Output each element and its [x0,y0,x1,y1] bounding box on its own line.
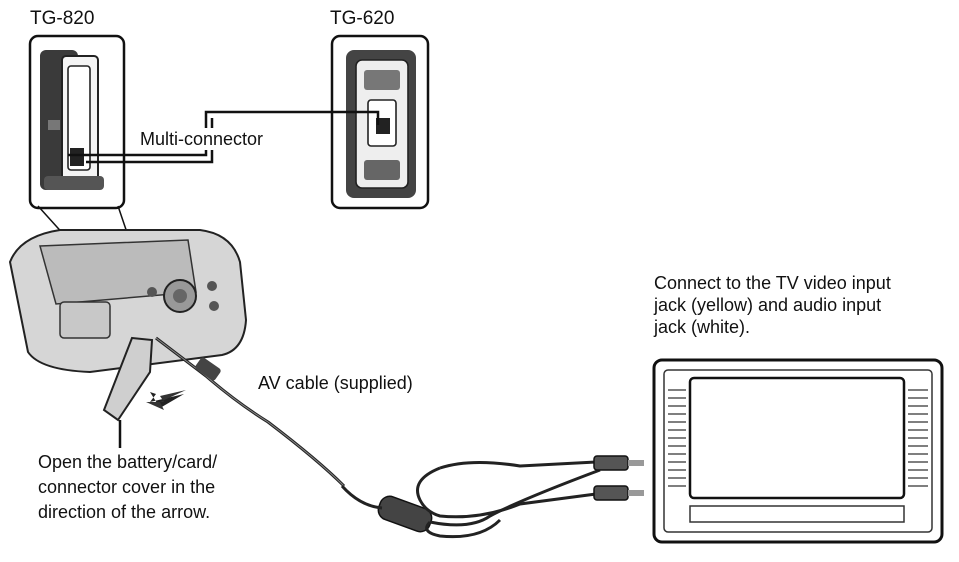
open-cover-line: Open the battery/card/ [38,452,218,472]
tg820-inset [28,34,126,210]
tg620-inset [330,34,430,210]
tv-connect-note: Connect to the TV video input jack (yell… [654,272,891,338]
av-cable-label: AV cable (supplied) [258,373,413,393]
multi-connector-label: Multi-connector [138,128,266,150]
tv-connect-line: Connect to the TV video input [654,273,891,293]
open-cover-note: Open the battery/card/ connector cover i… [38,450,217,525]
camera-illustration [8,229,248,448]
model-label-tg620: TG-620 [330,8,395,29]
tv-connect-line: jack (yellow) and audio input [654,295,882,315]
av-cable [155,336,644,539]
tv-connect-line: jack (white). [654,317,751,337]
open-cover-line: connector cover in the [38,477,216,497]
open-cover-line: direction of the arrow. [38,502,211,522]
model-label-tg820: TG-820 [30,8,95,29]
tv-illustration [652,358,944,544]
